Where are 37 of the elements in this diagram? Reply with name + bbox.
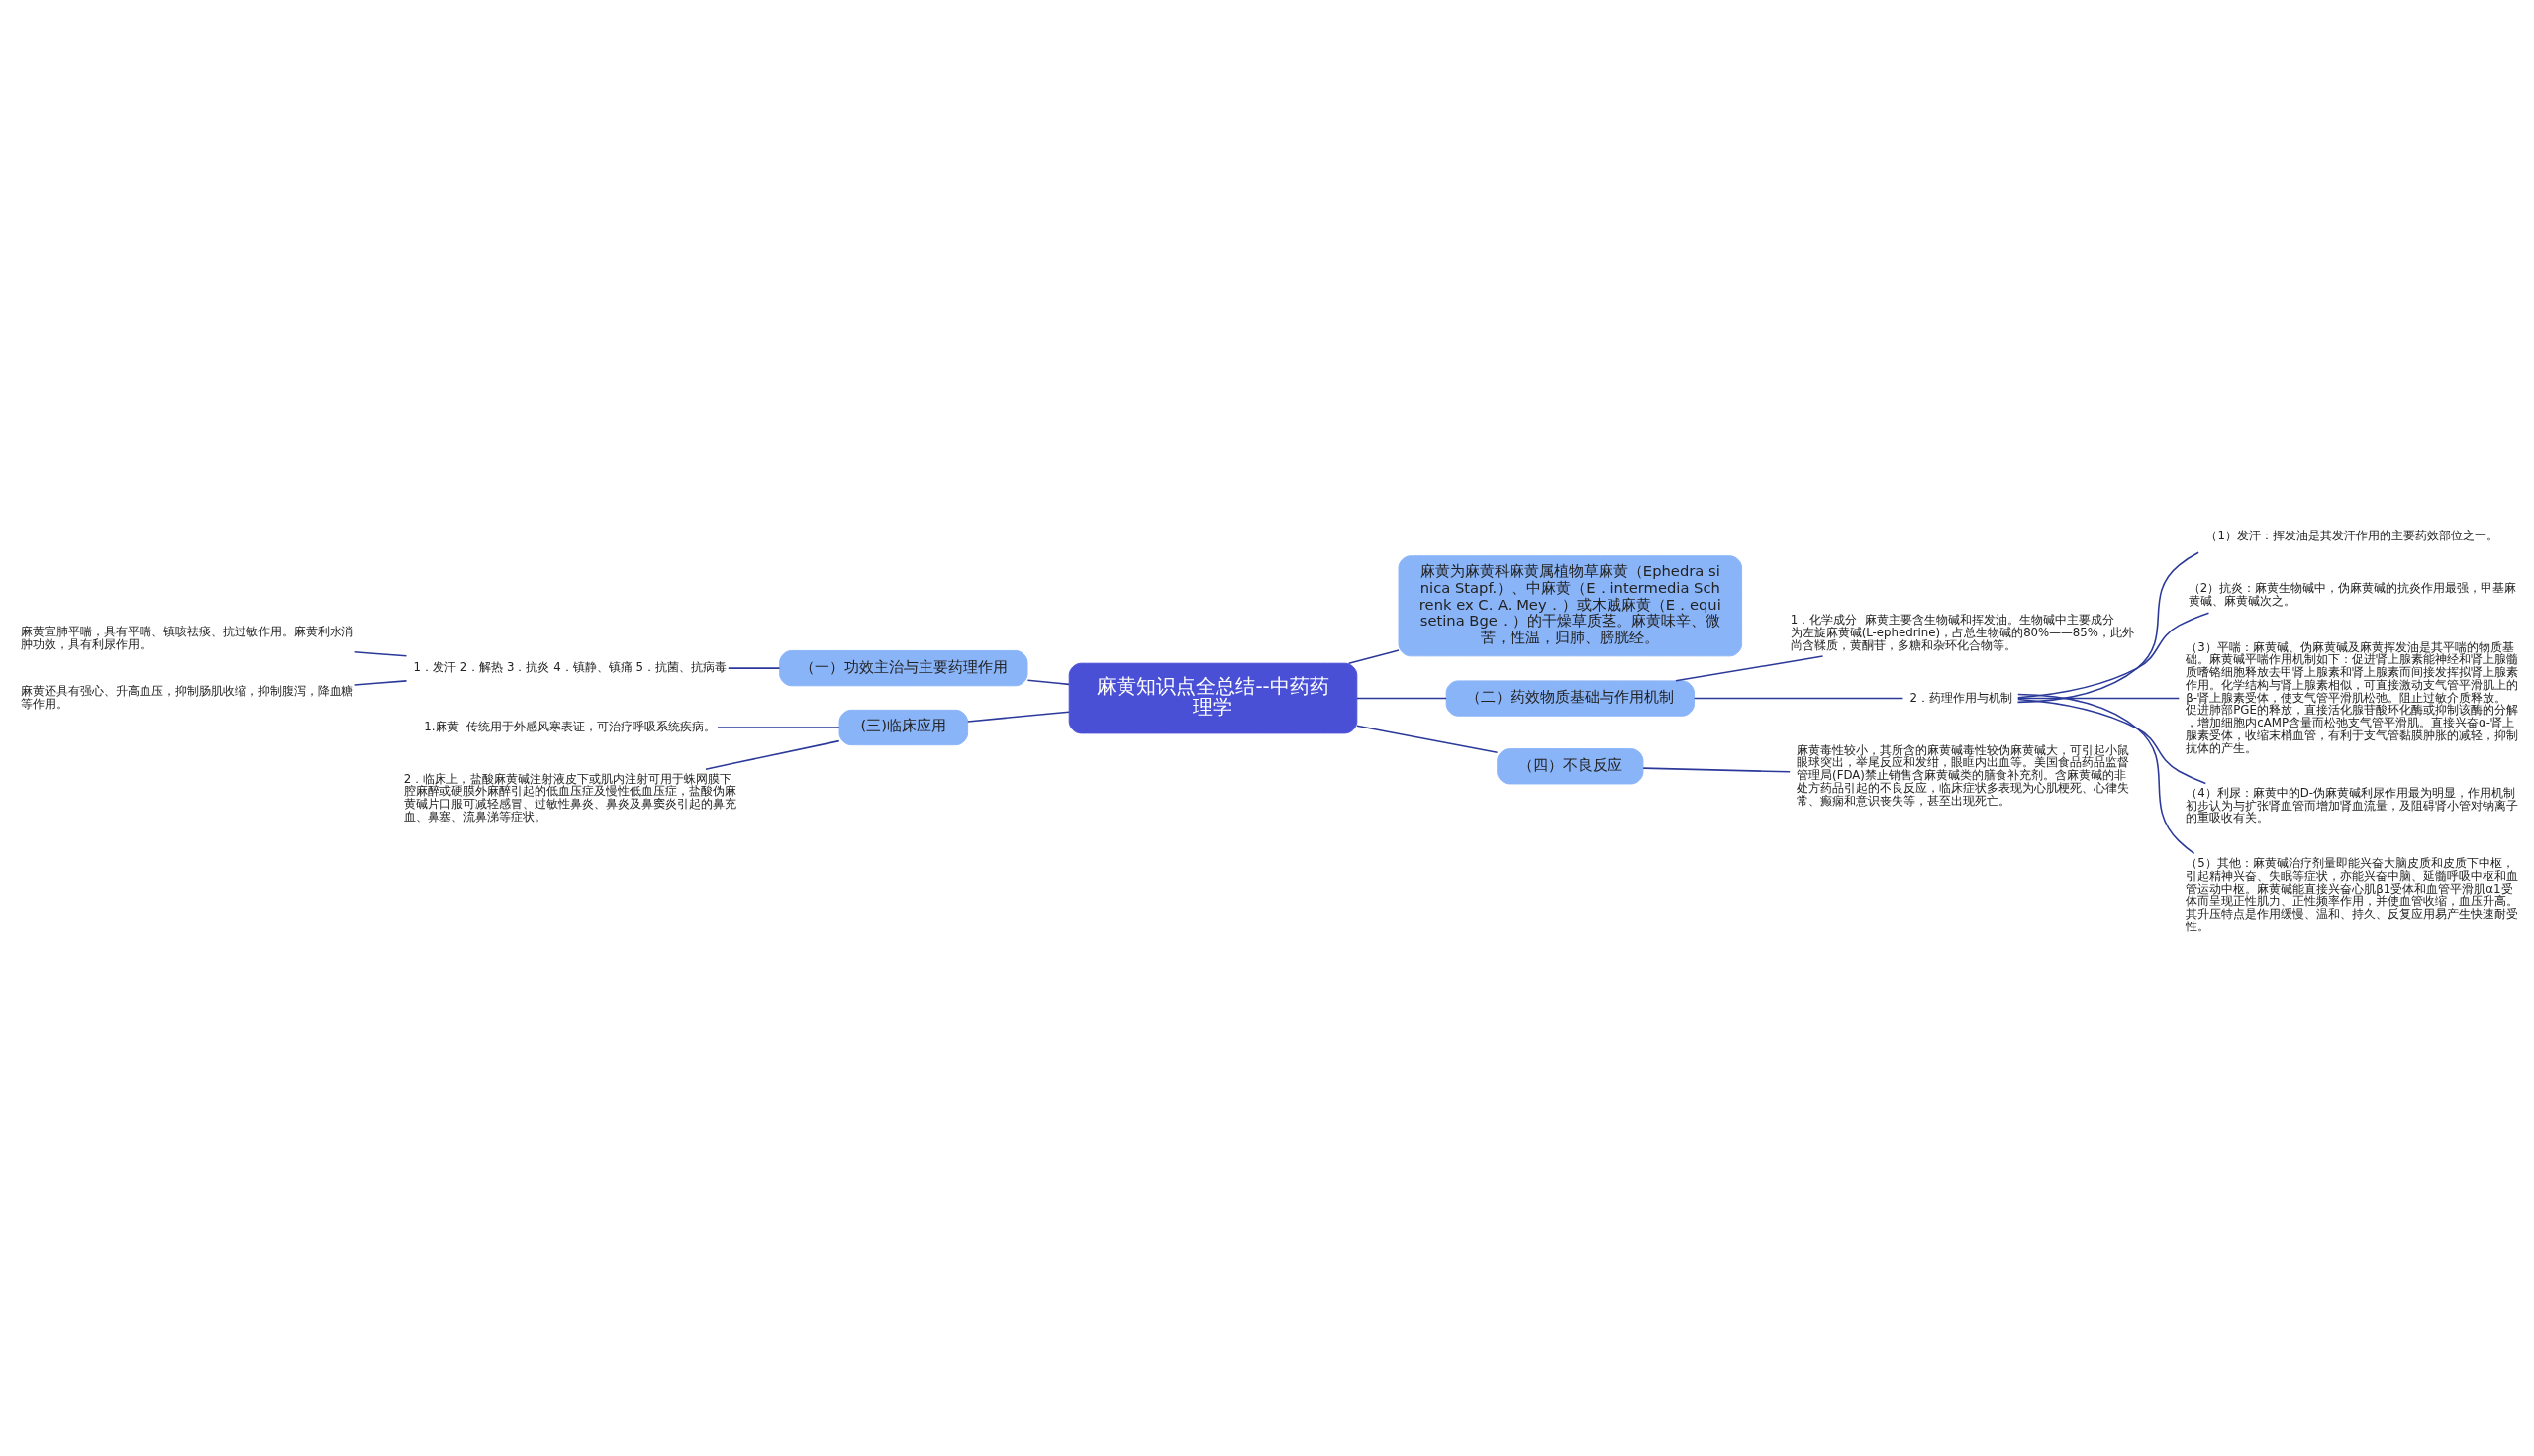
connector [1642, 767, 1791, 773]
connector [1347, 649, 1400, 664]
connector [1356, 725, 1499, 754]
node-box: 麻黄知识点全总结--中药药理学 [1068, 662, 1358, 734]
node-text: （2）抗炎：麻黄生物碱中，伪麻黄碱的抗炎作用最强，甲基麻黄碱、麻黄碱次之。 [2188, 581, 2517, 608]
connector [1026, 679, 1070, 686]
node-text: （1）发汗：挥发油是其发汗作用的主要药效部位之一。 [2205, 528, 2498, 542]
node-text: 2．药理作用与机制 [1909, 690, 2012, 705]
node-box: （二）药效物质基础与作用机制 [1445, 680, 1695, 717]
node-text: （4）利尿：麻黄中的D-伪麻黄碱利尿作用最为明显，作用机制初步认为与扩张肾血管而增加肾血流量，及阻碍肾小管对钠离子的重吸收有关。 [2186, 785, 2519, 825]
connector [2016, 551, 2199, 704]
connector [2017, 698, 2207, 785]
connector [717, 727, 840, 728]
node-text: 1.麻黄 传统用于外感风寒表证，可治疗呼吸系统疾病。 [424, 720, 717, 734]
connector [1675, 655, 1824, 682]
connector [1693, 697, 1904, 700]
connector [728, 667, 781, 669]
node-text: 麻黄宣肺平喘，具有平喘、镇咳祛痰、抗过敏作用。麻黄利水消肿功效，具有利尿作用。 [20, 625, 353, 652]
node-box: （四）不良反应 [1497, 748, 1644, 785]
connector [1356, 697, 1447, 700]
node-box: 麻黄为麻黄科麻黄属植物草麻黄（Ephedra sinica Stapf.）、中麻黄（E．intermedia Schrenk ex C. A. Mey．）或木贼麻黄（E．equisetina Bge．）的干燥草质茎。麻黄味辛、微苦，性温，归肺、膀胱经。 [1398, 555, 1743, 657]
node-text: （3）平喘：麻黄碱、伪麻黄碱及麻黄挥发油是其平喘的物质基础。麻黄碱平喘作用机制如下：促进肾上腺素能神经和肾上腺髓质嗜铬细胞释放去甲肾上腺素和肾上腺素而间接发挥拟肾上腺素作用。化学结构与肾上腺素相似，可直接激动支气管平滑肌上的β-肾上腺素受体，使支气管平滑肌松弛。阻止过敏介质释放。促进肺部PGE的释放，直接活化腺苷酸环化酶或抑制该酶的分解，增加细胞内cAMP含量而松弛支气管平滑肌。直接兴奋α-肾上腺素受体，收缩末梢血管，有利于支气管黏膜肿胀的减轻，抑制抗体的产生。 [2186, 639, 2519, 755]
connector [2017, 612, 2210, 699]
node-text: 2．临床上，盐酸麻黄碱注射液皮下或肌内注射可用于蛛网膜下腔麻醉或硬膜外麻醉引起的低血压症及慢性低血压症，盐酸伪麻黄碱片口服可减轻感冒、过敏性鼻炎、鼻炎及鼻窦炎引起的鼻充血、鼻塞、流鼻涕等症状。 [403, 771, 736, 824]
node-box: (三)临床应用 [838, 709, 969, 746]
node-box: （一）功效主治与主要药理作用 [779, 649, 1028, 687]
node-text: 麻黄还具有强心、升高血压，抑制肠肌收缩，抑制腹泻，降血糖等作用。 [20, 684, 353, 711]
connector [2017, 697, 2181, 700]
node-text: 1．化学成分 麻黄主要含生物碱和挥发油。生物碱中主要成分为左旋麻黄碱(L-ephedrine)，占总生物碱的80%——85%，此外尚含鞣质，黄酮苷，多糖和杂环化合物等。 [1790, 613, 2134, 652]
node-text: 1．发汗 2．解热 3．抗炎 4．镇静、镇痛 5．抗菌、抗病毒 [413, 660, 727, 675]
node-text: （5）其他：麻黄碱治疗剂量即能兴奋大脑皮质和皮质下中枢，引起精神兴奋、失眠等症状，亦能兴奋中脑、延髓呼吸中枢和血管运动中枢。麻黄碱能直接兴奋心肌β1受体和血管平滑肌α1受体而呈现正性肌力、正性频率作用，并使血管收缩，血压升高。其升压特点是作用缓慢、温和、持久、反复应用易产生快速耐受性。 [2186, 855, 2519, 933]
connector [705, 739, 840, 770]
connector [2016, 693, 2195, 855]
connector [353, 680, 408, 686]
connector [967, 711, 1070, 723]
node-text: 麻黄毒性较小，其所含的麻黄碱毒性较伪麻黄碱大，可引起小鼠眼球突出，举尾反应和发绀，眼眶内出血等。美国食品药品监督管理局(FDA)禁止销售含麻黄碱类的膳食补充剂。含麻黄碱的非处方药品引起的不良反应，临床症状多表现为心肌梗死、心律失常、癫痫和意识丧失等，甚至出现死亡。 [1797, 742, 2130, 808]
connector [353, 651, 408, 657]
